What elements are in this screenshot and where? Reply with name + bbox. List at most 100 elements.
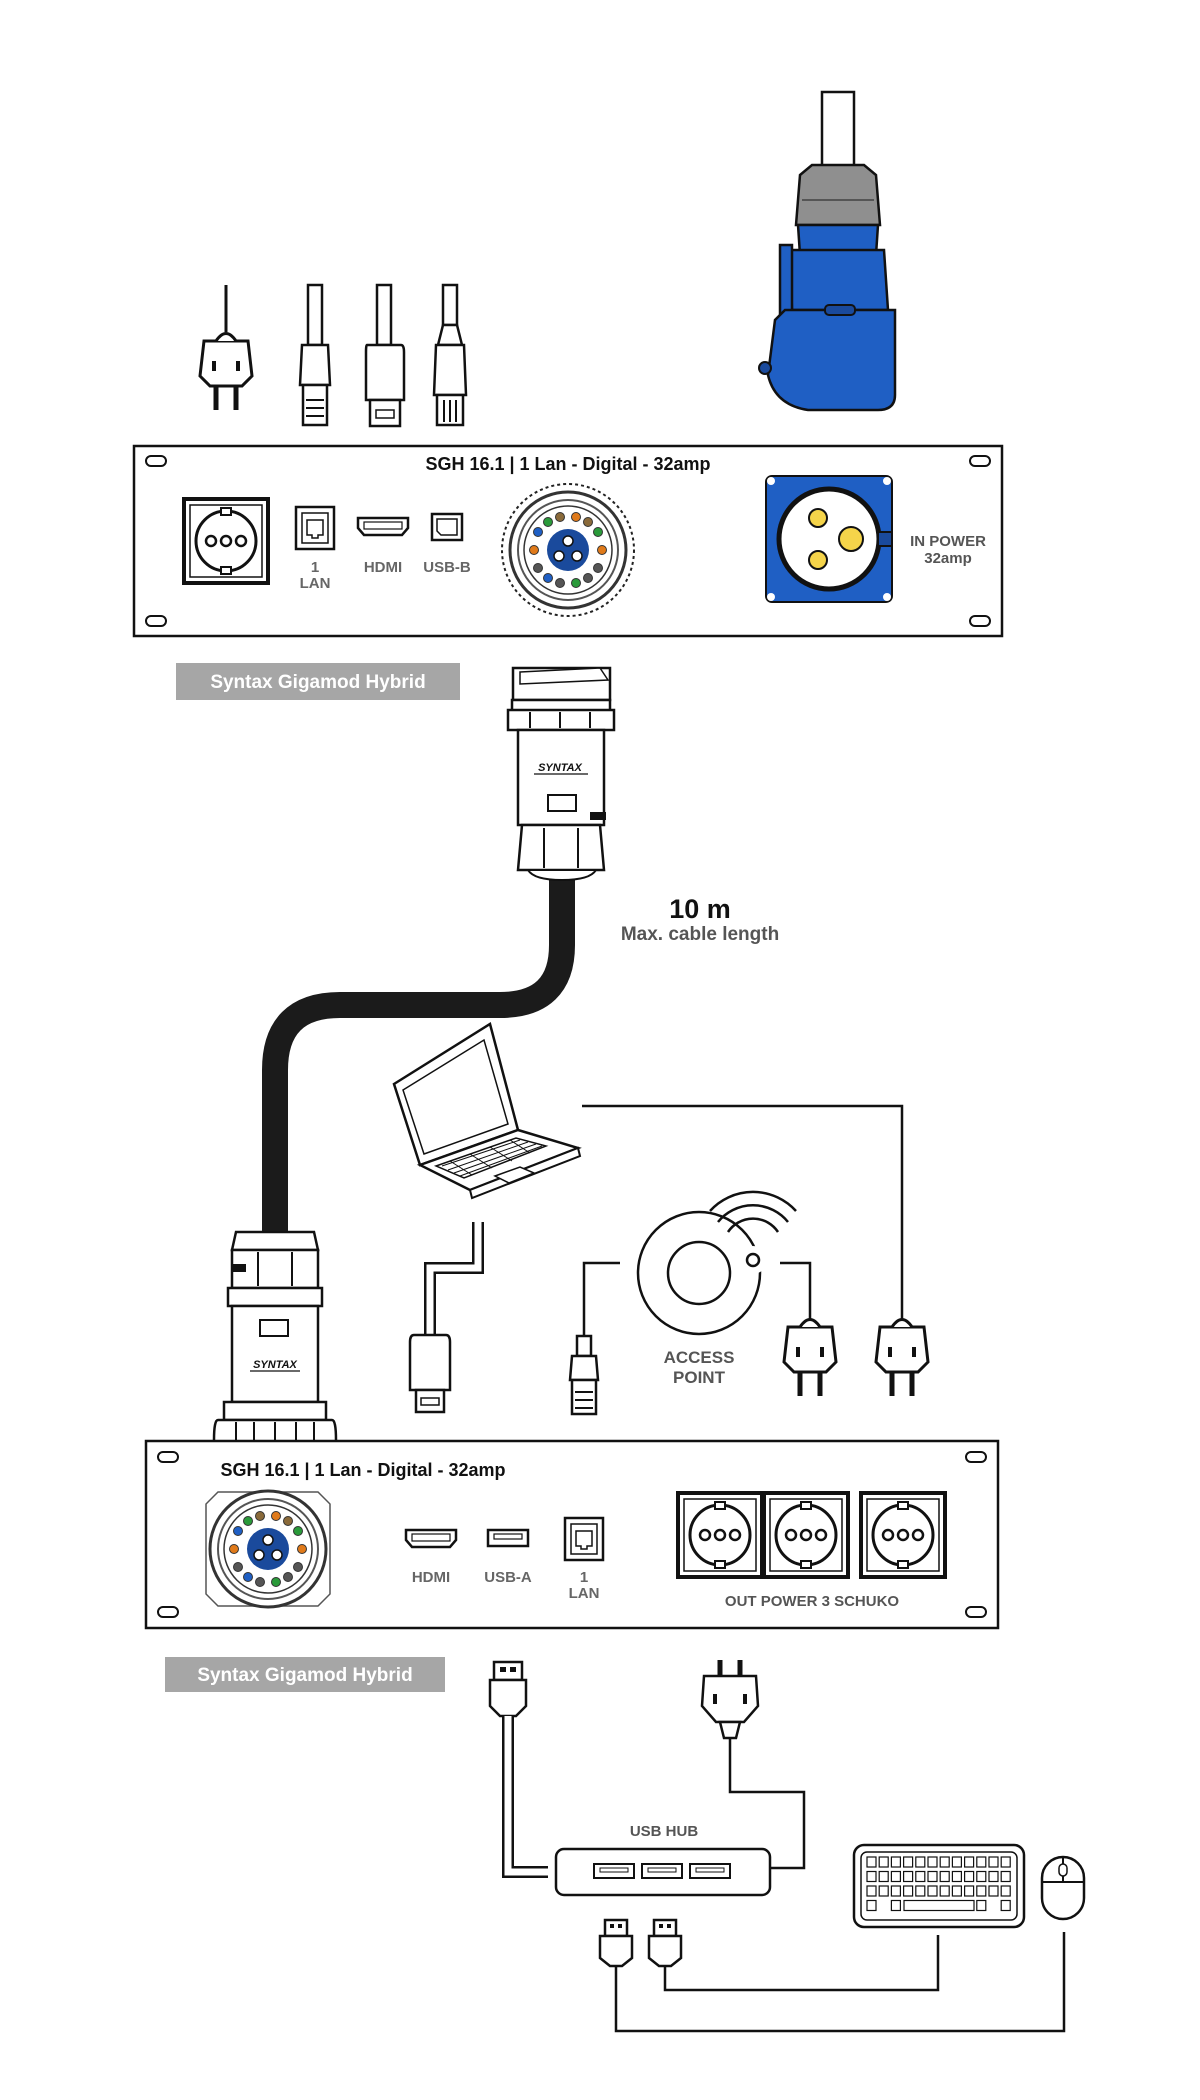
access-point-label-1: ACCESS (664, 1348, 735, 1367)
access-point-power-plug-icon (784, 1320, 836, 1397)
bottom-product-label-bar (165, 1657, 445, 1692)
access-point-power-line (780, 1261, 812, 1322)
top-product-label-bar (176, 663, 460, 700)
laptop-icon (392, 1022, 582, 1200)
top-lan-label-1: 1 (311, 559, 319, 576)
keyboard-key (890, 1899, 902, 1912)
keyboard-key (902, 1870, 914, 1883)
cable-length-value: 10 m (669, 894, 731, 924)
keyboard-key (902, 1885, 914, 1897)
mouse-usb-line (614, 1932, 1066, 2033)
hub-power-line (728, 1738, 806, 1870)
hdmi-plug-icon (408, 1333, 452, 1414)
hdmi-port-icon (404, 1528, 458, 1549)
keyboard-spacebar (903, 1899, 975, 1912)
lan-port-icon (563, 1516, 605, 1562)
keyboard-key (915, 1856, 926, 1868)
keyboard-key (976, 1899, 987, 1912)
bottom-gigamod-connector-icon: SYNTAX (212, 1230, 338, 1464)
cee-inlet-socket-icon (765, 475, 893, 603)
keyboard-key (988, 1870, 999, 1883)
access-point-icon (636, 1210, 767, 1336)
keyboard-key (866, 1899, 877, 1912)
bottom-lan-label-2: LAN (569, 1585, 600, 1602)
keyboard-key (976, 1856, 987, 1868)
keyboard-key (890, 1856, 902, 1868)
hdmi-port-icon (356, 516, 410, 537)
top-lan-label-2: LAN (300, 575, 331, 592)
top-gigamod-connector-icon: SYNTAX (506, 666, 616, 882)
usb-hub-label: USB HUB (630, 1823, 699, 1840)
laptop-power-plug-icon (876, 1320, 928, 1397)
keyboard-key (939, 1885, 950, 1897)
keyboard-icon (852, 1843, 1026, 1929)
keyboard-key (915, 1885, 926, 1897)
laptop-power-line (582, 1104, 904, 1322)
mouse-icon (1040, 1855, 1086, 1921)
keyboard-key (939, 1856, 950, 1868)
keyboard-key (976, 1885, 987, 1897)
lan-plug-icon (568, 1334, 600, 1416)
out-schuko-socket-2 (762, 1491, 850, 1579)
hub-usb-line (502, 1716, 548, 1878)
out-schuko-socket-1 (676, 1491, 764, 1579)
keyboard-key (866, 1885, 877, 1897)
usb-hub-icon (554, 1847, 772, 1897)
usb-a-plug-icon (488, 1660, 528, 1718)
access-point-lan-line (582, 1261, 620, 1336)
top-hdmi-label: HDMI (364, 559, 402, 576)
keyboard-key (1000, 1885, 1011, 1897)
bottom-hdmi-label: HDMI (412, 1569, 450, 1586)
usb-b-port-icon (430, 512, 464, 542)
wifi-icon (709, 1190, 797, 1233)
keyboard-key (963, 1856, 975, 1868)
usb-a-plug-icon (647, 1918, 683, 1968)
top-usb-b-label: USB-B (423, 559, 471, 576)
bottom-gigamod-socket-icon (205, 1489, 331, 1609)
keyboard-key (951, 1885, 963, 1897)
access-point-label-2: POINT (673, 1368, 726, 1387)
keyboard-key (976, 1870, 987, 1883)
usb-b-plug-icon (432, 283, 468, 427)
keyboard-key (866, 1856, 877, 1868)
usb-a-port-icon (486, 1528, 530, 1548)
top-connector-brand: SYNTAX (538, 762, 582, 774)
keyboard-key (939, 1870, 950, 1883)
keyboard-key (963, 1885, 975, 1897)
keyboard-key (1000, 1870, 1011, 1883)
top-panel-title: SGH 16.1 | 1 Lan - Digital - 32amp (425, 454, 710, 474)
keyboard-key (963, 1870, 975, 1883)
keyboard-key (878, 1856, 889, 1868)
in-power-label-2: 32amp (924, 550, 972, 567)
bottom-rack-panel: SGH 16.1 | 1 Lan - Digital - 32amp HDMI … (144, 1439, 1000, 1630)
bottom-connector-brand: SYNTAX (253, 1359, 297, 1371)
hdmi-plug-icon (364, 283, 406, 428)
top-gigamod-socket-icon (501, 483, 635, 617)
lan-plug-icon (298, 283, 332, 427)
cee-32a-plug-icon (758, 90, 897, 412)
keyboard-key (890, 1885, 902, 1897)
schuko-plug-icon (200, 285, 252, 410)
keyboard-key (1000, 1899, 1011, 1912)
bottom-product-label: Syntax Gigamod Hybrid (197, 1665, 412, 1686)
in-power-label-1: IN POWER (910, 533, 986, 550)
top-schuko-socket (182, 497, 270, 585)
hybrid-cable (262, 870, 575, 1240)
keyboard-key (988, 1885, 999, 1897)
lan-port-icon (294, 505, 336, 551)
hub-power-plug-icon (700, 1660, 760, 1740)
keyboard-key (915, 1870, 926, 1883)
keyboard-key (927, 1856, 938, 1868)
keyboard-key (890, 1870, 902, 1883)
bottom-panel-title: SGH 16.1 | 1 Lan - Digital - 32amp (220, 1460, 505, 1480)
keyboard-key (927, 1885, 938, 1897)
keyboard-key (866, 1870, 877, 1883)
laptop-hdmi-line (424, 1222, 484, 1335)
usb-a-plug-icon (598, 1918, 634, 1968)
keyboard-key (878, 1870, 889, 1883)
bottom-usb-a-label: USB-A (484, 1569, 532, 1586)
keyboard-key (878, 1885, 889, 1897)
keyboard-key (927, 1870, 938, 1883)
keyboard-key (988, 1856, 999, 1868)
